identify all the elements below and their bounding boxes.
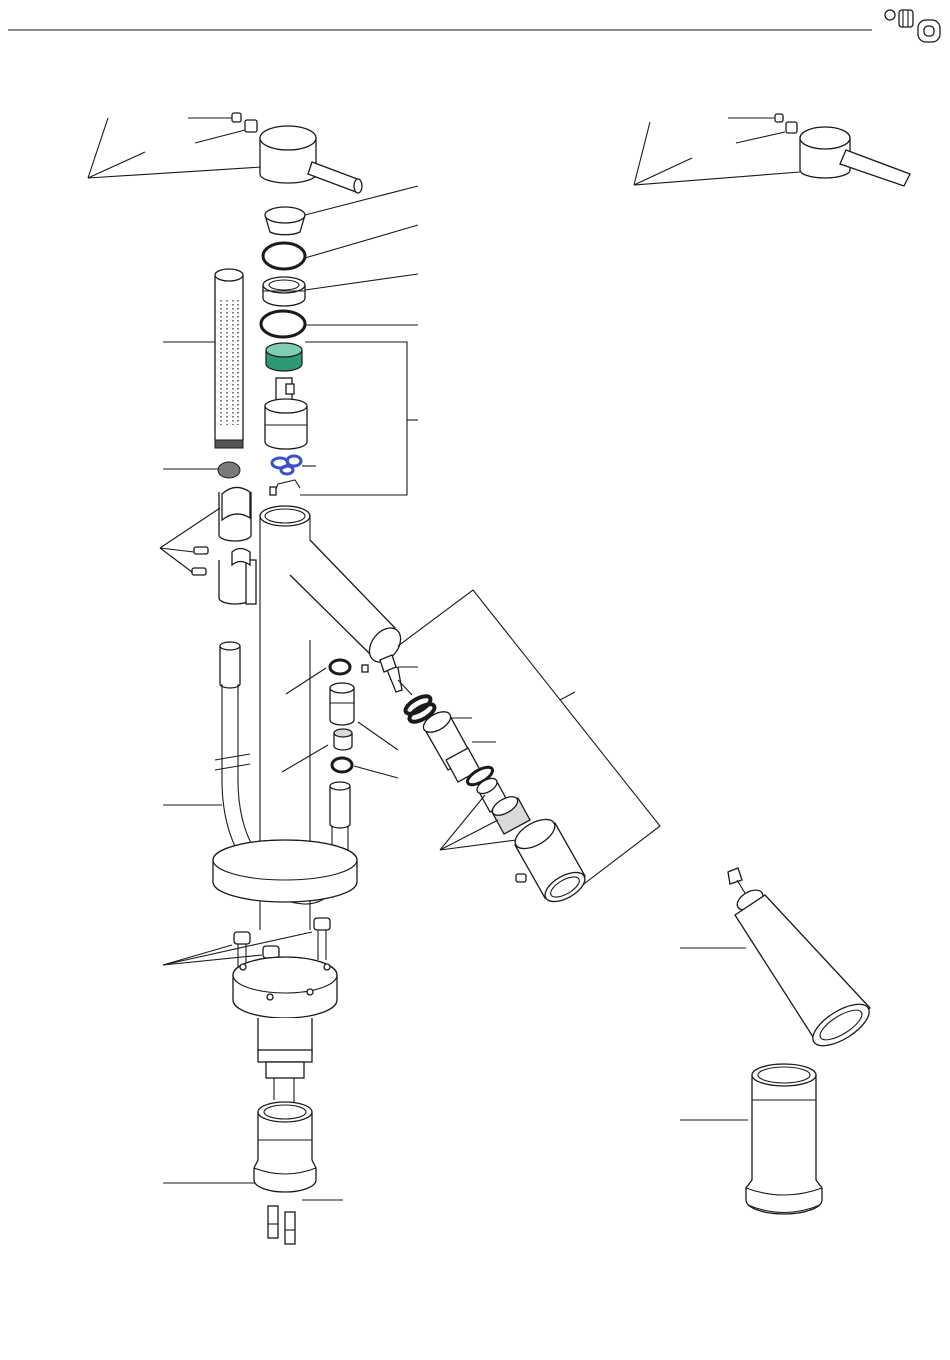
cartridge-o-rings xyxy=(272,456,316,474)
base-body xyxy=(233,957,337,1102)
hand-shower-filter xyxy=(163,462,240,478)
mounting-flange xyxy=(213,840,357,902)
o-ring-lower xyxy=(261,311,418,337)
cartridge-seal xyxy=(266,342,407,371)
cap xyxy=(265,186,418,235)
diverter-cartridge-variant xyxy=(680,868,876,1054)
cartridge-clip xyxy=(270,480,300,495)
lever-handle-variant xyxy=(634,114,910,186)
diverter-housing xyxy=(510,813,589,907)
diverter-valve xyxy=(380,655,418,695)
hose-washer xyxy=(286,660,368,694)
holder-screws xyxy=(160,508,220,575)
holder-lower xyxy=(219,549,256,605)
diverter-sleeve xyxy=(420,708,496,782)
cartridge-group-bracket xyxy=(300,342,418,495)
base-sleeve-variant xyxy=(680,1064,822,1214)
mixer-cartridge xyxy=(265,378,307,449)
base-pins xyxy=(268,1206,295,1244)
lever-handle xyxy=(88,113,362,193)
connector-washer xyxy=(332,758,398,778)
base-sleeve xyxy=(163,1102,343,1200)
parts-assembly-icon xyxy=(885,10,940,42)
threaded-nut xyxy=(263,274,418,306)
connector-insert xyxy=(282,729,352,772)
holder-upper xyxy=(219,487,251,541)
hand-shower xyxy=(163,269,243,448)
